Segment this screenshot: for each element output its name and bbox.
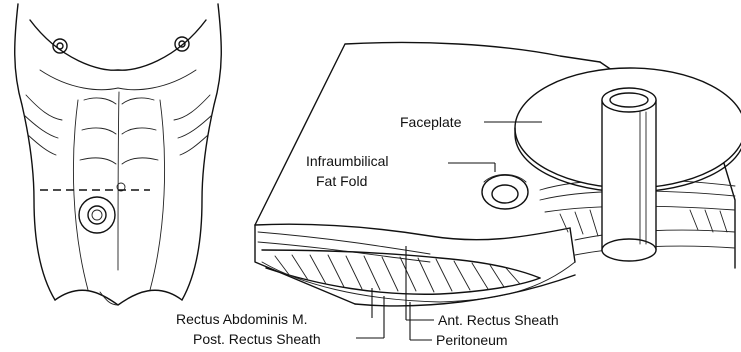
rectus-abdominis-label: Rectus Abdominis M. [176,311,308,327]
torso-illustration [15,4,222,305]
infraumbilical-label-line1: Infraumbilical [306,153,388,169]
infraumbilical-label-line2: Fat Fold [316,173,367,189]
faceplate-label: Faceplate [400,114,462,130]
peritoneum-label: Peritoneum [436,332,508,348]
fat-fold-stoma-icon [482,175,528,210]
stoma-site-icon [79,197,115,233]
right-nipple-icon [175,37,189,51]
post-rectus-sheath-label: Post. Rectus Sheath [193,331,321,347]
ant-rectus-sheath-label: Ant. Rectus Sheath [438,312,559,328]
